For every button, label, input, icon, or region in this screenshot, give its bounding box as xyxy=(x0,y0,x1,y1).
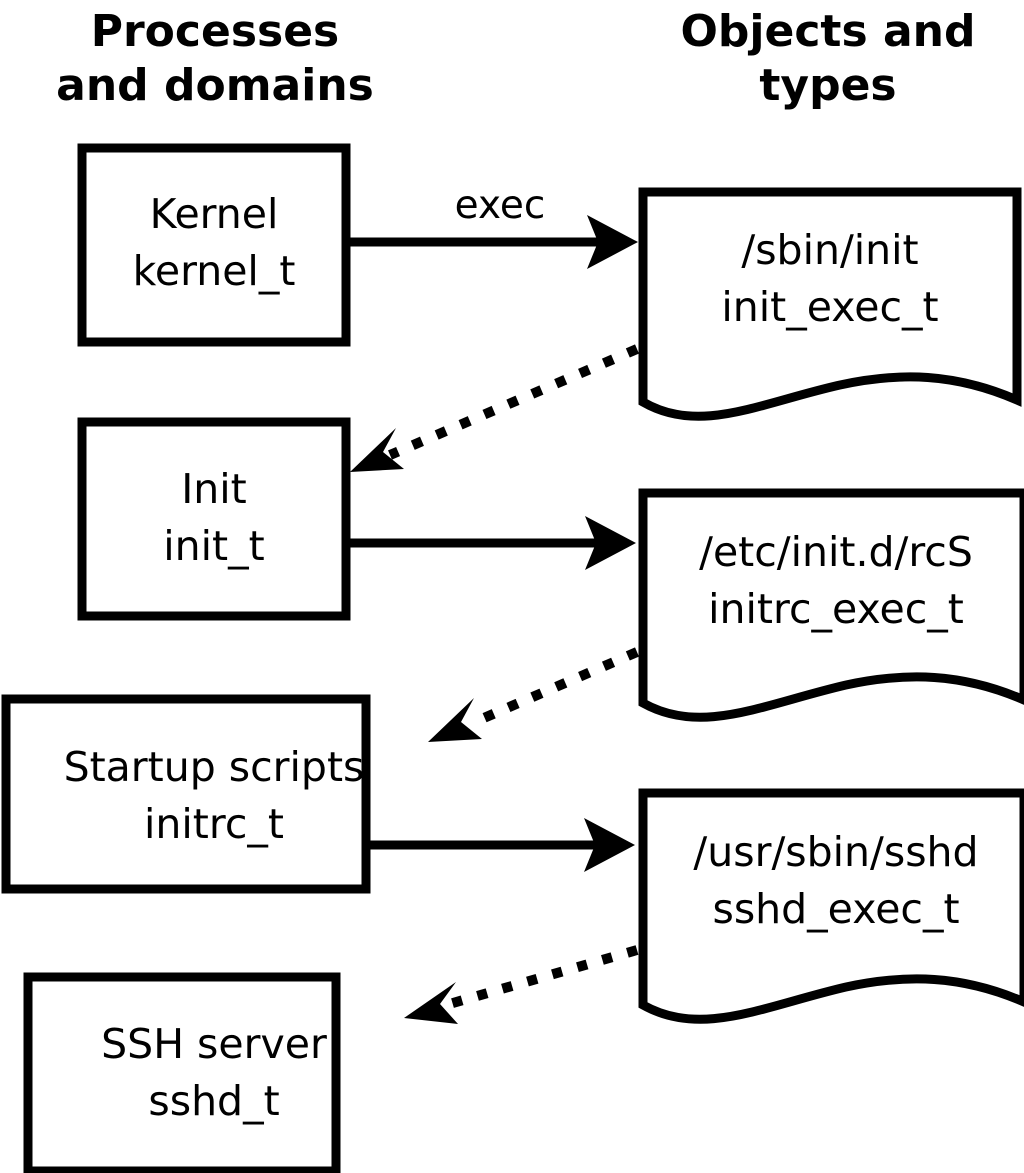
node-box[interactable] xyxy=(77,143,351,347)
arrow-head-icon xyxy=(428,698,482,742)
edge-init-exec-initrc_exec xyxy=(350,516,636,570)
document-shape[interactable] xyxy=(638,187,1022,421)
arrow-head-icon xyxy=(584,818,635,872)
heading-objects-line2: types xyxy=(759,60,896,111)
edge-line xyxy=(444,945,639,1010)
arrow-head-icon xyxy=(587,215,638,269)
heading-processes-line1: Processes xyxy=(91,6,340,57)
document-shape[interactable] xyxy=(638,488,1024,722)
arrow-head-icon xyxy=(404,982,458,1024)
node-label-line1: /usr/sbin/sshd xyxy=(693,828,978,876)
edge-label-exec: exec xyxy=(455,183,546,228)
node-label-line2: initrc_exec_t xyxy=(708,585,964,633)
object-node-initrc_exec[interactable]: /etc/init.d/rcS initrc_exec_t xyxy=(638,488,1024,722)
node-box[interactable] xyxy=(23,972,341,1173)
edge-line xyxy=(468,647,639,729)
node-box[interactable] xyxy=(1,694,371,894)
heading-objects-line1: Objects and xyxy=(681,6,976,57)
document-shape[interactable] xyxy=(638,788,1024,1024)
column-heading-processes: Processes and domains xyxy=(56,6,374,111)
edge-init_exec-transition-init xyxy=(350,344,639,472)
heading-processes-line2: and domains xyxy=(56,60,374,111)
node-label-line2: kernel_t xyxy=(133,247,296,295)
node-label-line1: Init xyxy=(181,465,247,513)
node-label-line1: /sbin/init xyxy=(741,226,918,274)
process-node-kernel[interactable]: Kernel kernel_t xyxy=(77,143,351,347)
process-node-init[interactable]: Init init_t xyxy=(77,417,351,621)
node-label-line1: Startup scripts xyxy=(64,743,365,791)
node-label-line2: sshd_t xyxy=(148,1077,279,1125)
edge-initrc-exec-sshd_exec xyxy=(370,818,635,872)
node-label-line2: initrc_t xyxy=(144,800,284,848)
column-heading-objects: Objects and types xyxy=(681,6,976,111)
node-label-line2: init_t xyxy=(163,522,264,570)
edge-sshd_exec-transition-sshd xyxy=(404,945,639,1024)
node-label-line2: init_exec_t xyxy=(721,283,938,331)
arrow-head-icon xyxy=(350,428,404,472)
node-label-line1: SSH server xyxy=(101,1020,327,1068)
node-label-line1: Kernel xyxy=(150,190,279,238)
node-label-line2: sshd_exec_t xyxy=(712,885,959,933)
process-node-sshd[interactable]: SSH server sshd_t xyxy=(23,972,341,1173)
node-label-line1: /etc/init.d/rcS xyxy=(699,528,973,576)
object-node-init_exec[interactable]: /sbin/init init_exec_t xyxy=(638,187,1022,421)
object-node-sshd_exec[interactable]: /usr/sbin/sshd sshd_exec_t xyxy=(638,788,1024,1024)
process-node-initrc[interactable]: Startup scripts initrc_t xyxy=(1,694,371,894)
edge-kernel-exec-init_exec: exec xyxy=(350,183,638,269)
arrow-head-icon xyxy=(585,516,636,570)
edge-initrc_exec-transition-initrc xyxy=(428,647,639,742)
edge-line xyxy=(388,344,639,460)
node-box[interactable] xyxy=(77,417,351,621)
